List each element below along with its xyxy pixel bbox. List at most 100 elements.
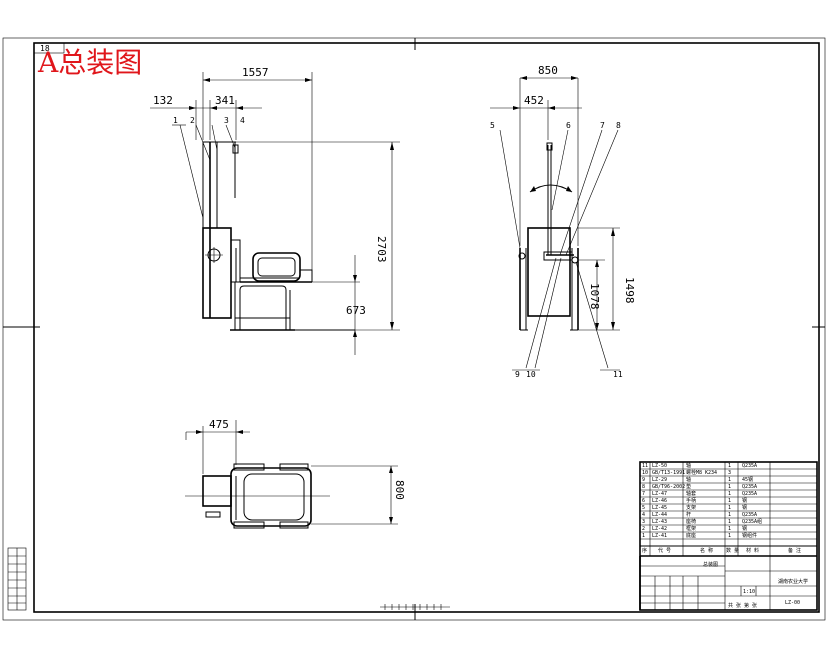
drawing-number: LZ-00 — [785, 600, 800, 606]
svg-text:Q235A组: Q235A组 — [742, 518, 762, 525]
svg-text:1: 1 — [728, 463, 731, 469]
svg-text:底座: 底座 — [686, 532, 696, 539]
plan-seat — [230, 467, 312, 527]
svg-text:名 称: 名 称 — [700, 547, 713, 554]
svg-text:轴套: 轴套 — [686, 490, 696, 497]
svg-text:10: 10 — [642, 470, 648, 476]
part-label-10: 10 — [526, 370, 536, 379]
svg-text:螺栓M8 K234: 螺栓M8 K234 — [686, 469, 717, 476]
svg-text:LZ-45: LZ-45 — [652, 505, 667, 511]
svg-text:GB/T13-1991: GB/T13-1991 — [652, 470, 685, 476]
part-label-7: 7 — [600, 121, 605, 130]
dim-front-inner: 452 — [524, 94, 544, 107]
svg-text:45钢: 45钢 — [742, 476, 753, 483]
svg-text:代 号: 代 号 — [658, 547, 671, 554]
svg-text:LZ-46: LZ-46 — [652, 498, 667, 504]
svg-text:LZ-29: LZ-29 — [652, 477, 667, 483]
dim-side-offset: 132 — [153, 94, 173, 107]
svg-text:轴: 轴 — [686, 476, 691, 483]
svg-text:垫: 垫 — [686, 483, 691, 490]
svg-text:2: 2 — [642, 526, 645, 532]
svg-text:1: 1 — [642, 533, 645, 539]
svg-text:钢: 钢 — [742, 504, 747, 511]
svg-text:座椅: 座椅 — [686, 518, 696, 525]
part-label-1: 1 — [173, 116, 178, 125]
svg-text:11: 11 — [642, 463, 648, 469]
dim-side-height: 2703 — [375, 236, 388, 263]
svg-text:LZ-44: LZ-44 — [652, 512, 667, 518]
dim-plan-width: 475 — [209, 418, 229, 431]
svg-text:钢: 钢 — [742, 497, 747, 504]
svg-text:备 注: 备 注 — [788, 547, 801, 554]
svg-text:钢: 钢 — [742, 525, 747, 532]
svg-text:LZ-43: LZ-43 — [652, 519, 667, 525]
svg-text:6: 6 — [642, 498, 645, 504]
svg-text:杆: 杆 — [686, 511, 691, 518]
dim-front-width: 850 — [538, 64, 558, 77]
sheet-info: 共 张 第 张 — [728, 602, 757, 609]
svg-text:1: 1 — [728, 484, 731, 490]
dim-side-inner: 341 — [215, 94, 235, 107]
drawing-title: A总装图 — [37, 46, 142, 79]
svg-text:序: 序 — [642, 547, 647, 554]
svg-text:1: 1 — [728, 526, 731, 532]
part-label-11: 11 — [613, 370, 623, 379]
dim-front-height: 1498 — [623, 277, 636, 304]
dim-plan-depth: 800 — [393, 480, 406, 500]
svg-text:LZ-41: LZ-41 — [652, 533, 667, 539]
side-view: 1557 132 341 2703 673 1 2 3 4 — [150, 66, 400, 355]
svg-text:9: 9 — [642, 477, 645, 483]
scale: 1:10 — [743, 589, 755, 595]
svg-text:1: 1 — [728, 477, 731, 483]
svg-text:LZ-47: LZ-47 — [652, 491, 667, 497]
svg-text:Q235A: Q235A — [742, 484, 757, 490]
part-label-4: 4 — [240, 116, 245, 125]
plan-view: 475 800 — [185, 418, 406, 529]
svg-text:1: 1 — [728, 512, 731, 518]
svg-text:LZ-42: LZ-42 — [652, 526, 667, 532]
part-label-3: 3 — [224, 116, 229, 125]
school-name: 湖南农业大学 — [778, 578, 808, 585]
bom-header: 序 代 号 名 称 数 量 材 料 备 注 — [642, 547, 801, 554]
part-label-6: 6 — [566, 121, 571, 130]
svg-text:8: 8 — [642, 484, 645, 490]
part-label-5: 5 — [490, 121, 495, 130]
title-block: 11 LZ-50 轴 1 Q235A 10 GB/T13-1991 螺栓M8 K… — [639, 461, 818, 611]
svg-text:Q235A: Q235A — [742, 512, 757, 518]
svg-text:1: 1 — [728, 505, 731, 511]
corner-tag-box — [33, 42, 65, 54]
bom-rows: 11 LZ-50 轴 1 Q235A 10 GB/T13-1991 螺栓M8 K… — [642, 462, 762, 539]
svg-text:5: 5 — [642, 505, 645, 511]
dim-front-mid: 1078 — [588, 283, 601, 310]
part-label-9: 9 — [515, 370, 520, 379]
trim-border — [2, 37, 826, 621]
svg-text:4: 4 — [642, 512, 645, 518]
part-label-2: 2 — [190, 116, 195, 125]
front-body — [527, 227, 571, 317]
bottom-ruler — [380, 604, 450, 610]
front-view: 850 452 1498 1078 5 6 7 8 9 10 11 — [490, 64, 636, 379]
dim-seat-height: 673 — [346, 304, 366, 317]
svg-text:1: 1 — [728, 519, 731, 525]
left-margin-table — [7, 547, 27, 611]
seat — [252, 252, 301, 282]
svg-text:3: 3 — [728, 470, 731, 476]
svg-text:1: 1 — [728, 491, 731, 497]
svg-text:支架: 支架 — [686, 504, 696, 511]
svg-text:1: 1 — [728, 533, 731, 539]
svg-text:LZ-50: LZ-50 — [652, 463, 667, 469]
svg-text:1: 1 — [728, 498, 731, 504]
dim-side-width: 1557 — [242, 66, 269, 79]
svg-text:Q235A: Q235A — [742, 463, 757, 469]
svg-text:7: 7 — [642, 491, 645, 497]
assembly-name: 总装图 — [703, 561, 718, 568]
control-box — [202, 227, 232, 319]
drawing-border — [33, 42, 820, 613]
svg-text:轴: 轴 — [686, 462, 691, 469]
svg-text:钢组件: 钢组件 — [742, 532, 757, 539]
svg-text:手柄: 手柄 — [686, 497, 696, 504]
svg-text:GB/T96-2002: GB/T96-2002 — [652, 484, 685, 490]
svg-text:框架: 框架 — [686, 525, 696, 532]
